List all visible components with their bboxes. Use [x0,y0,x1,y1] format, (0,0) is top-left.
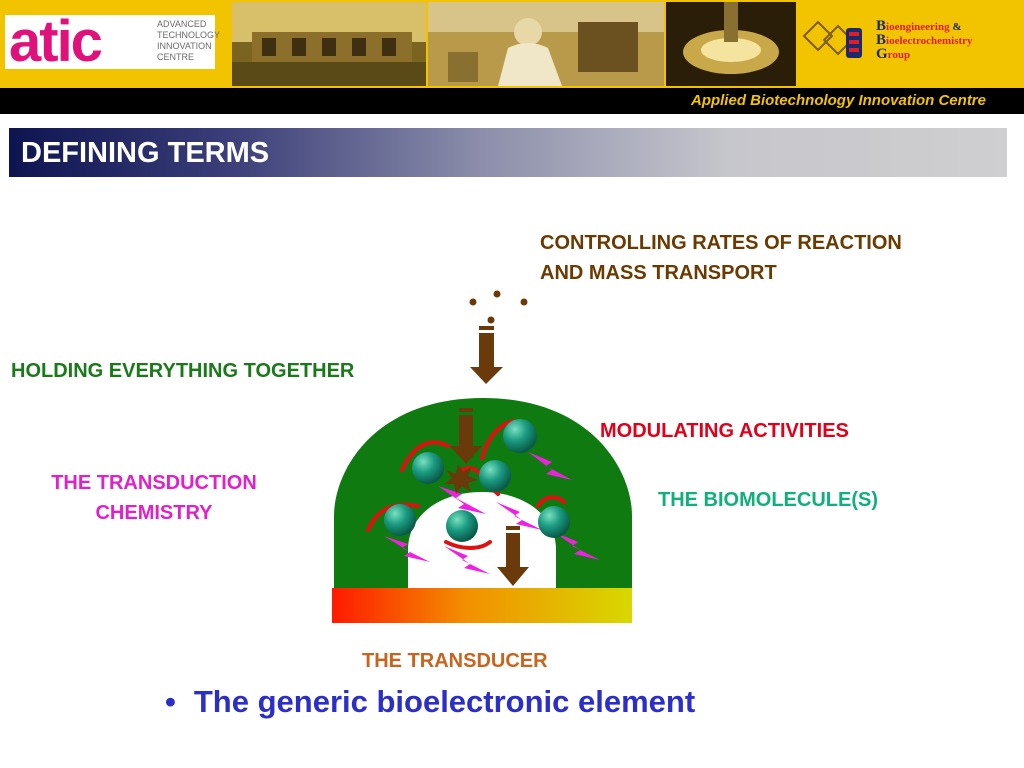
slide-title-bar: DEFINING TERMS [9,128,1007,177]
biomolecule-bead [384,504,416,536]
atic-logo-tagline: ADVANCED TECHNOLOGY INNOVATION CENTRE [157,19,221,62]
lab-building-photo [232,2,426,86]
subtitle-bar: Applied Biotechnology Innovation Centre [0,88,1024,114]
transducer-bar [332,588,632,623]
bullet-point: • [165,684,176,719]
reaction-spark-icon [444,464,478,494]
biomolecule-bead [446,510,478,542]
biomolecule-bead [503,419,537,453]
polymer-chain [400,440,450,472]
substrate-dot [469,298,477,306]
polymer-chain [444,540,492,550]
label-transducer: THE TRANSDUCER [362,650,548,672]
biomolecule-beads [384,419,570,542]
electron-bolt [444,546,490,574]
bioelectronic-element-diagram [332,290,632,623]
biomolecule-bead [412,452,444,484]
substrate-dot [493,290,501,298]
mass-transport-arrow [470,326,503,384]
atic-logo: atic ADVANCED TECHNOLOGY INNOVATION CENT… [5,9,220,74]
electron-bolt [554,532,600,560]
label-modulating-activities: MODULATING ACTIVITIES [600,420,849,442]
bullet-text: The generic bioelectronic element [193,684,696,719]
biomolecule-bead [538,506,570,538]
group-logo-text: Bioengineering & Bioelectrochemistry Gro… [876,18,973,62]
lab-equipment-photo [666,2,796,86]
header-banner: atic ADVANCED TECHNOLOGY INNOVATION CENT… [0,0,1024,88]
label-controlling-rates: CONTROLLING RATES OF REACTION AND MASS T… [540,232,902,284]
electron-bolt [528,452,572,480]
label-transduction-chemistry: THE TRANSDUCTION CHEMISTRY [51,472,257,524]
substrate-dot [520,298,528,306]
inner-reaction-arrow [450,408,482,464]
label-holding-together: HOLDING EVERYTHING TOGETHER [11,360,355,382]
polymer-chain [366,502,420,532]
polymer-chain [536,495,566,508]
label-biomolecules: THE BIOMOLECULE(S) [658,489,878,511]
scientist-photo [428,2,664,86]
bioengineering-group-logo [802,20,862,58]
magenta-bolts [384,452,600,574]
electron-bolt [384,536,430,562]
slide-title: DEFINING TERMS [21,137,270,169]
centre-subtitle: Applied Biotechnology Innovation Centre [690,92,986,109]
electron-bolt [438,486,486,514]
atic-logo-word: atic [9,9,103,74]
biomolecule-bead [479,460,511,492]
electron-bolt [496,502,542,530]
substrate-dot [487,316,495,324]
substrate-dots [469,290,528,324]
bullet-generic-element: • The generic bioelectronic element [165,684,695,720]
transducer-arrow [497,526,529,586]
